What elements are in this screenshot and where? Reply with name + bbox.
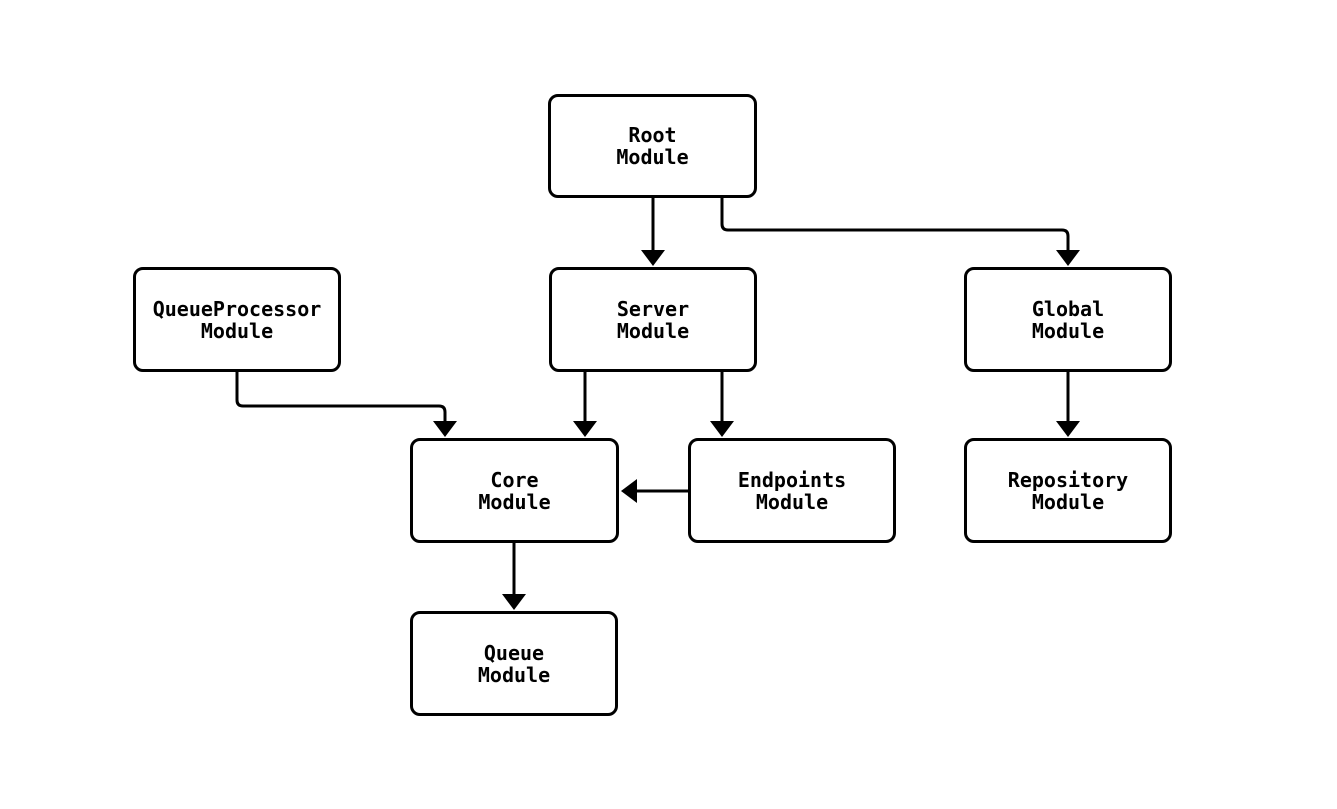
node-queueprocessor-module-label: QueueProcessor Module [152, 296, 322, 343]
node-queue-module-label: Queue Module [477, 640, 551, 687]
node-root-module-label: Root Module [616, 123, 689, 169]
node-root-module: Root Module [548, 94, 757, 198]
node-core-module-label: Core Module [478, 467, 551, 514]
edge-queueprocessor-core [235, 372, 447, 421]
node-core-module: Core Module [410, 438, 619, 543]
arrowhead-core-queue [502, 594, 526, 610]
edge-root-global [720, 198, 1070, 250]
node-queue-module: Queue Module [410, 611, 618, 716]
arrowhead-root-global [1056, 250, 1080, 266]
arrowhead-root-server [641, 250, 665, 266]
node-server-module: Server Module [549, 267, 757, 372]
node-endpoints-module: Endpoints Module [688, 438, 896, 543]
arrowhead-queueprocessor-core [433, 421, 457, 437]
node-global-module-label: Global Module [1031, 296, 1105, 343]
node-server-module-label: Server Module [616, 296, 690, 343]
node-global-module: Global Module [964, 267, 1172, 372]
arrowhead-endpoints-core [621, 479, 637, 503]
node-repository-module: Repository Module [964, 438, 1172, 543]
arrowhead-server-core [573, 421, 597, 437]
node-repository-module-label: Repository Module [1007, 467, 1129, 514]
arrowhead-global-repository [1056, 421, 1080, 437]
arrowhead-server-endpoints [710, 421, 734, 437]
node-endpoints-module-label: Endpoints Module [737, 467, 847, 514]
node-queueprocessor-module: QueueProcessor Module [133, 267, 341, 372]
